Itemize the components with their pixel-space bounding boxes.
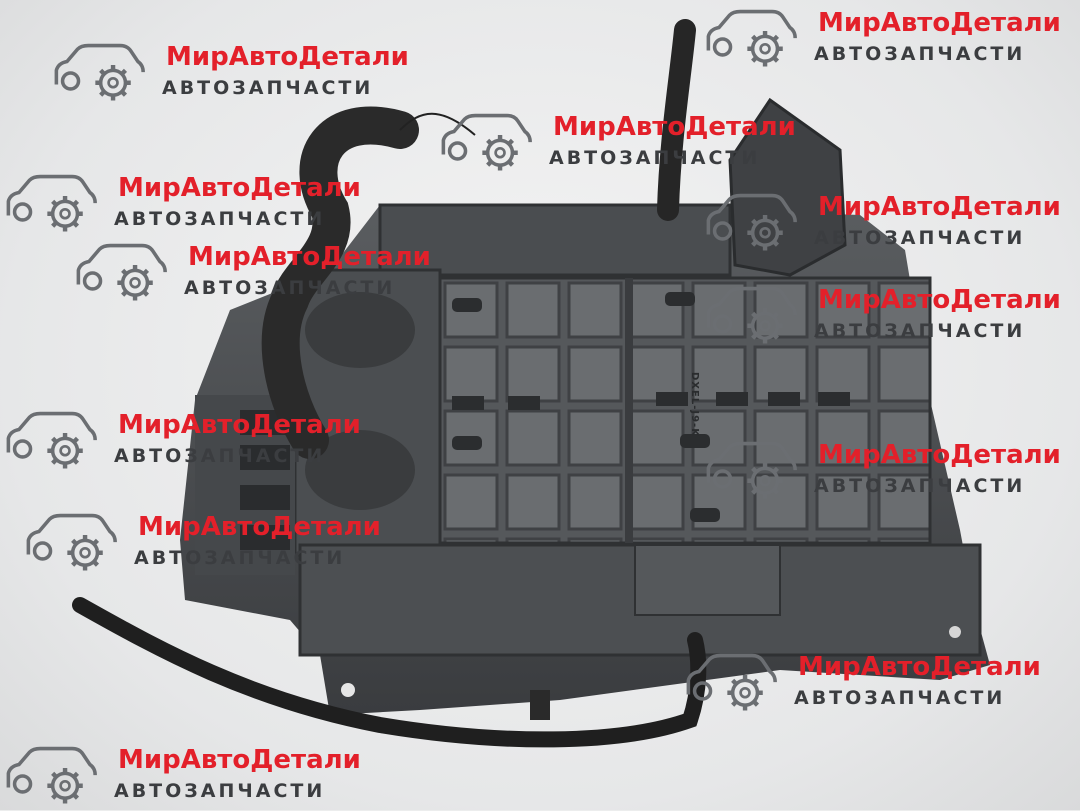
part-label: DXEL-J9-K [689, 372, 700, 437]
cable-braided [261, 106, 419, 459]
fuse-grid [438, 276, 932, 545]
cable-top [657, 19, 696, 221]
